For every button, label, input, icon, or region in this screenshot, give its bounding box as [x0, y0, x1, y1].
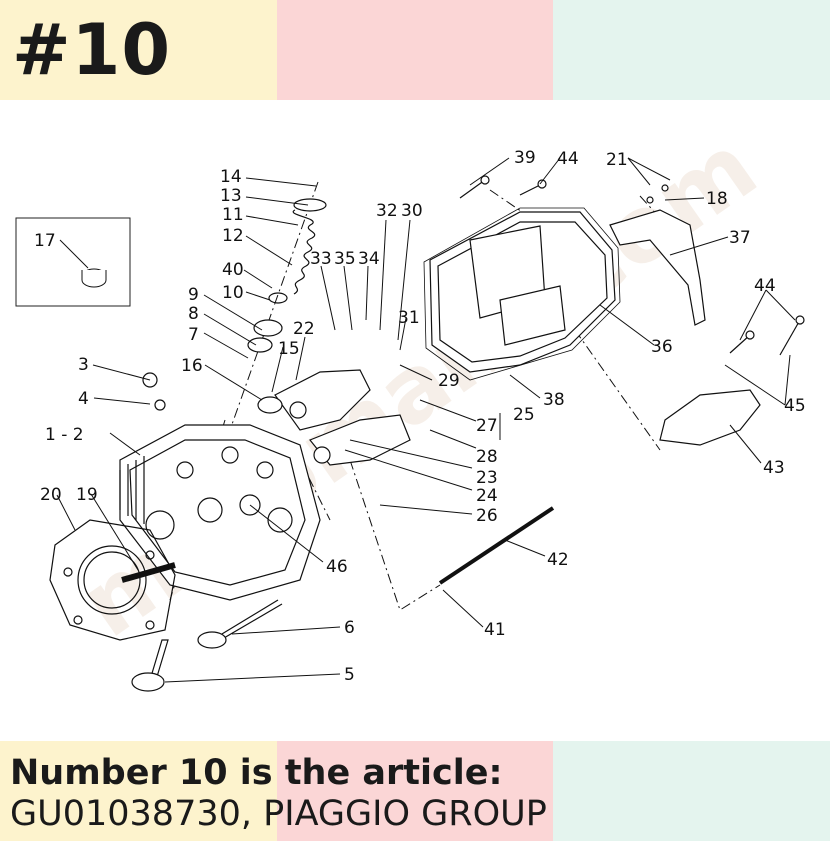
callout-label: 32	[376, 201, 398, 221]
callout-label: 14	[220, 167, 242, 187]
callout-label: 20	[40, 485, 62, 505]
callout-label: 30	[401, 201, 423, 221]
part-38-gasket	[423, 207, 621, 381]
callout-label: 33	[310, 249, 332, 269]
callout-labels: 17 14 13 11 12 40 10 9 8 7 3 4 16 15 22 …	[34, 148, 806, 685]
part-36-valve-cover	[429, 211, 616, 373]
callout-label: 3	[78, 355, 89, 375]
callout-label: 19	[76, 485, 98, 505]
callout-label: 15	[278, 339, 300, 359]
callout-label: 42	[547, 550, 569, 570]
callout-label: 39	[514, 148, 536, 168]
callout-label: 45	[784, 396, 806, 416]
part-19-stud	[121, 562, 176, 583]
caption-heading: Number 10 is the article:	[10, 753, 503, 793]
header-band-pink	[277, 0, 553, 100]
header-band-mint	[553, 0, 830, 100]
callout-label: 46	[326, 557, 348, 577]
callout-label: 41	[484, 620, 506, 640]
part-6-valve	[197, 599, 283, 649]
leader-lines	[56, 157, 796, 683]
part-1-2-cylinder-head	[119, 424, 321, 601]
callout-label: 4	[78, 389, 89, 409]
part-20-head-gasket	[49, 519, 176, 641]
callout-label: 7	[188, 325, 199, 345]
callout-label: 27	[476, 416, 498, 436]
callout-label: 17	[34, 231, 56, 251]
callout-label: 24	[476, 486, 498, 506]
callout-label: 29	[438, 371, 460, 391]
callout-label: 34	[358, 249, 380, 269]
callout-label: 44	[754, 276, 776, 296]
part-5-valve	[131, 639, 169, 692]
part-42-pushrod	[438, 506, 555, 585]
callout-label: 35	[334, 249, 356, 269]
callout-label: 43	[763, 458, 785, 478]
callout-label: 12	[222, 226, 244, 246]
callout-label: 22	[293, 319, 315, 339]
callout-label: 44	[557, 149, 579, 169]
callout-label: 28	[476, 447, 498, 467]
header-band-yellow	[0, 0, 277, 100]
caption-band-mint	[553, 741, 830, 841]
caption-article: GU01038730, PIAGGIO GROUP	[10, 794, 547, 834]
callout-label: 18	[706, 189, 728, 209]
exploded-parts-diagram: motomaniacom	[15, 113, 806, 692]
callout-label: 31	[398, 308, 420, 328]
caption-band-yellow	[0, 741, 277, 841]
callout-label: 16	[181, 356, 203, 376]
part-17-body	[81, 270, 107, 288]
part-43-cover	[659, 389, 761, 446]
part-37-bracket	[609, 209, 706, 326]
inset-box	[15, 217, 131, 307]
callout-label: 6	[344, 618, 355, 638]
callout-label: 8	[188, 304, 199, 324]
callout-label: 13	[220, 186, 242, 206]
callout-label: 5	[344, 665, 355, 685]
callout-label: 25	[513, 405, 535, 425]
callout-label: 40	[222, 260, 244, 280]
valve-spring-stack	[247, 198, 327, 414]
callout-label: 38	[543, 390, 565, 410]
callout-label: 1 - 2	[45, 425, 84, 445]
callout-label: 10	[222, 283, 244, 303]
page-title: #10	[12, 9, 172, 91]
callout-label: 21	[606, 150, 628, 170]
callout-label: 37	[729, 228, 751, 248]
callout-label: 36	[651, 337, 673, 357]
callout-label: 26	[476, 506, 498, 526]
caption-band-pink	[277, 741, 553, 841]
callout-label: 9	[188, 285, 199, 305]
callout-label: 23	[476, 468, 498, 488]
callout-label: 11	[222, 205, 244, 225]
rocker-arm-assembly	[274, 369, 411, 466]
